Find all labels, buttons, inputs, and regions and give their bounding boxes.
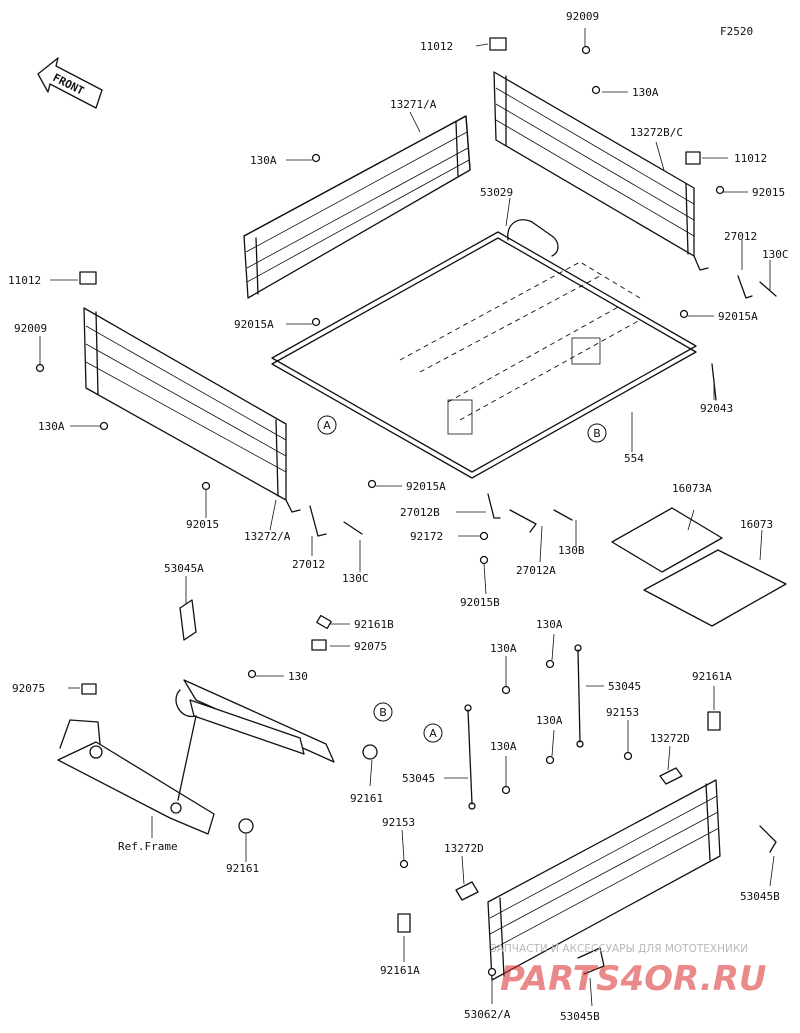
watermark-tagline: ЗАПЧАСТИ И АКСЕССУАРЫ ДЛЯ МОТОТЕХНИКИ: [490, 943, 748, 955]
label-53045-right: 53045: [608, 680, 641, 693]
label-130-frame: 130: [288, 670, 308, 683]
label-92172: 92172: [410, 530, 443, 543]
label-92009-top: 92009: [566, 10, 599, 23]
label-130a-rod1: 130A: [536, 618, 563, 631]
label-11012-left: 11012: [8, 274, 41, 287]
watermark: ЗАПЧАСТИ И АКСЕССУАРЫ ДЛЯ МОТОТЕХНИКИ PA…: [490, 943, 767, 999]
label-13271a: 13271/A: [390, 98, 437, 111]
mat-16073a: [611, 507, 723, 573]
label-92153-left: 92153: [382, 816, 415, 829]
support-rods: [464, 644, 584, 810]
label-130a-rod2: 130A: [490, 642, 517, 655]
side-panel-13271a: [243, 115, 471, 299]
watermark-brand: PARTS4OR.RU: [500, 959, 767, 999]
side-panel-13272bc: [493, 71, 709, 271]
callout-b-upper: B: [587, 423, 607, 443]
part-labels: F2520 92009 11012 130A 13271/A 13272B/C …: [8, 10, 789, 1023]
leader-lines: [39, 28, 775, 1007]
label-130a-left: 130A: [250, 154, 277, 167]
callout-a-lower: A: [423, 723, 443, 743]
label-92015a-center: 92015A: [234, 318, 274, 331]
tailgate-13272d: [487, 779, 721, 981]
label-92161-mid: 92161: [350, 792, 383, 805]
front-arrow-icon: FRONT: [37, 57, 103, 109]
label-53045-left: 53045: [402, 772, 435, 785]
label-53029: 53029: [480, 186, 513, 199]
label-53045a: 53045A: [164, 562, 204, 575]
label-92161b: 92161B: [354, 618, 394, 631]
label-92015a-bottom: 92015A: [406, 480, 446, 493]
label-92161-low: 92161: [226, 862, 259, 875]
mat-16073: [643, 549, 787, 627]
label-27012a: 27012A: [516, 564, 556, 577]
label-53045b-bottom: 53045B: [560, 1010, 600, 1023]
svg-text:A: A: [429, 727, 437, 740]
label-92161a-left: 92161A: [380, 964, 420, 977]
label-11012-top: 11012: [420, 40, 453, 53]
svg-text:B: B: [593, 427, 601, 440]
label-92161a-right: 92161A: [692, 670, 732, 683]
label-92075-left: 92075: [12, 682, 45, 695]
label-130c-left: 130C: [342, 572, 369, 585]
callout-a-upper: A: [317, 415, 337, 435]
label-130c-right: 130C: [762, 248, 789, 261]
label-92153-right: 92153: [606, 706, 639, 719]
side-panel-13272a: [83, 307, 301, 513]
label-92009-left: 92009: [14, 322, 47, 335]
label-130a-rod3: 130A: [536, 714, 563, 727]
label-130a-top: 130A: [632, 86, 659, 99]
label-92015a-right: 92015A: [718, 310, 758, 323]
figure-code: F2520: [720, 25, 753, 38]
label-27012-left: 27012: [292, 558, 325, 571]
label-13272a: 13272/A: [244, 530, 291, 543]
label-92015b: 92015B: [460, 596, 500, 609]
label-13272bc: 13272B/C: [630, 126, 683, 139]
bed-floor-53029: [271, 219, 697, 479]
hardware: [35, 37, 777, 977]
label-92043: 92043: [700, 402, 733, 415]
label-92075-right: 92075: [354, 640, 387, 653]
label-92015-right: 92015: [752, 186, 785, 199]
frame-ref: [57, 679, 335, 835]
label-53045b-right: 53045B: [740, 890, 780, 903]
label-16073a: 16073A: [672, 482, 712, 495]
svg-text:B: B: [379, 706, 387, 719]
label-554: 554: [624, 452, 644, 465]
label-53062a: 53062/A: [464, 1008, 511, 1021]
label-11012-right: 11012: [734, 152, 767, 165]
label-27012-right: 27012: [724, 230, 757, 243]
label-13272d-left: 13272D: [444, 842, 484, 855]
callout-b-lower: B: [373, 702, 393, 722]
label-130a-rod4: 130A: [490, 740, 517, 753]
label-130b: 130B: [558, 544, 585, 557]
svg-text:A: A: [323, 419, 331, 432]
label-92015-left: 92015: [186, 518, 219, 531]
label-27012b: 27012B: [400, 506, 440, 519]
label-16073: 16073: [740, 518, 773, 531]
label-130a-mid: 130A: [38, 420, 65, 433]
label-ref-frame: Ref.Frame: [118, 840, 178, 853]
label-13272d-right: 13272D: [650, 732, 690, 745]
